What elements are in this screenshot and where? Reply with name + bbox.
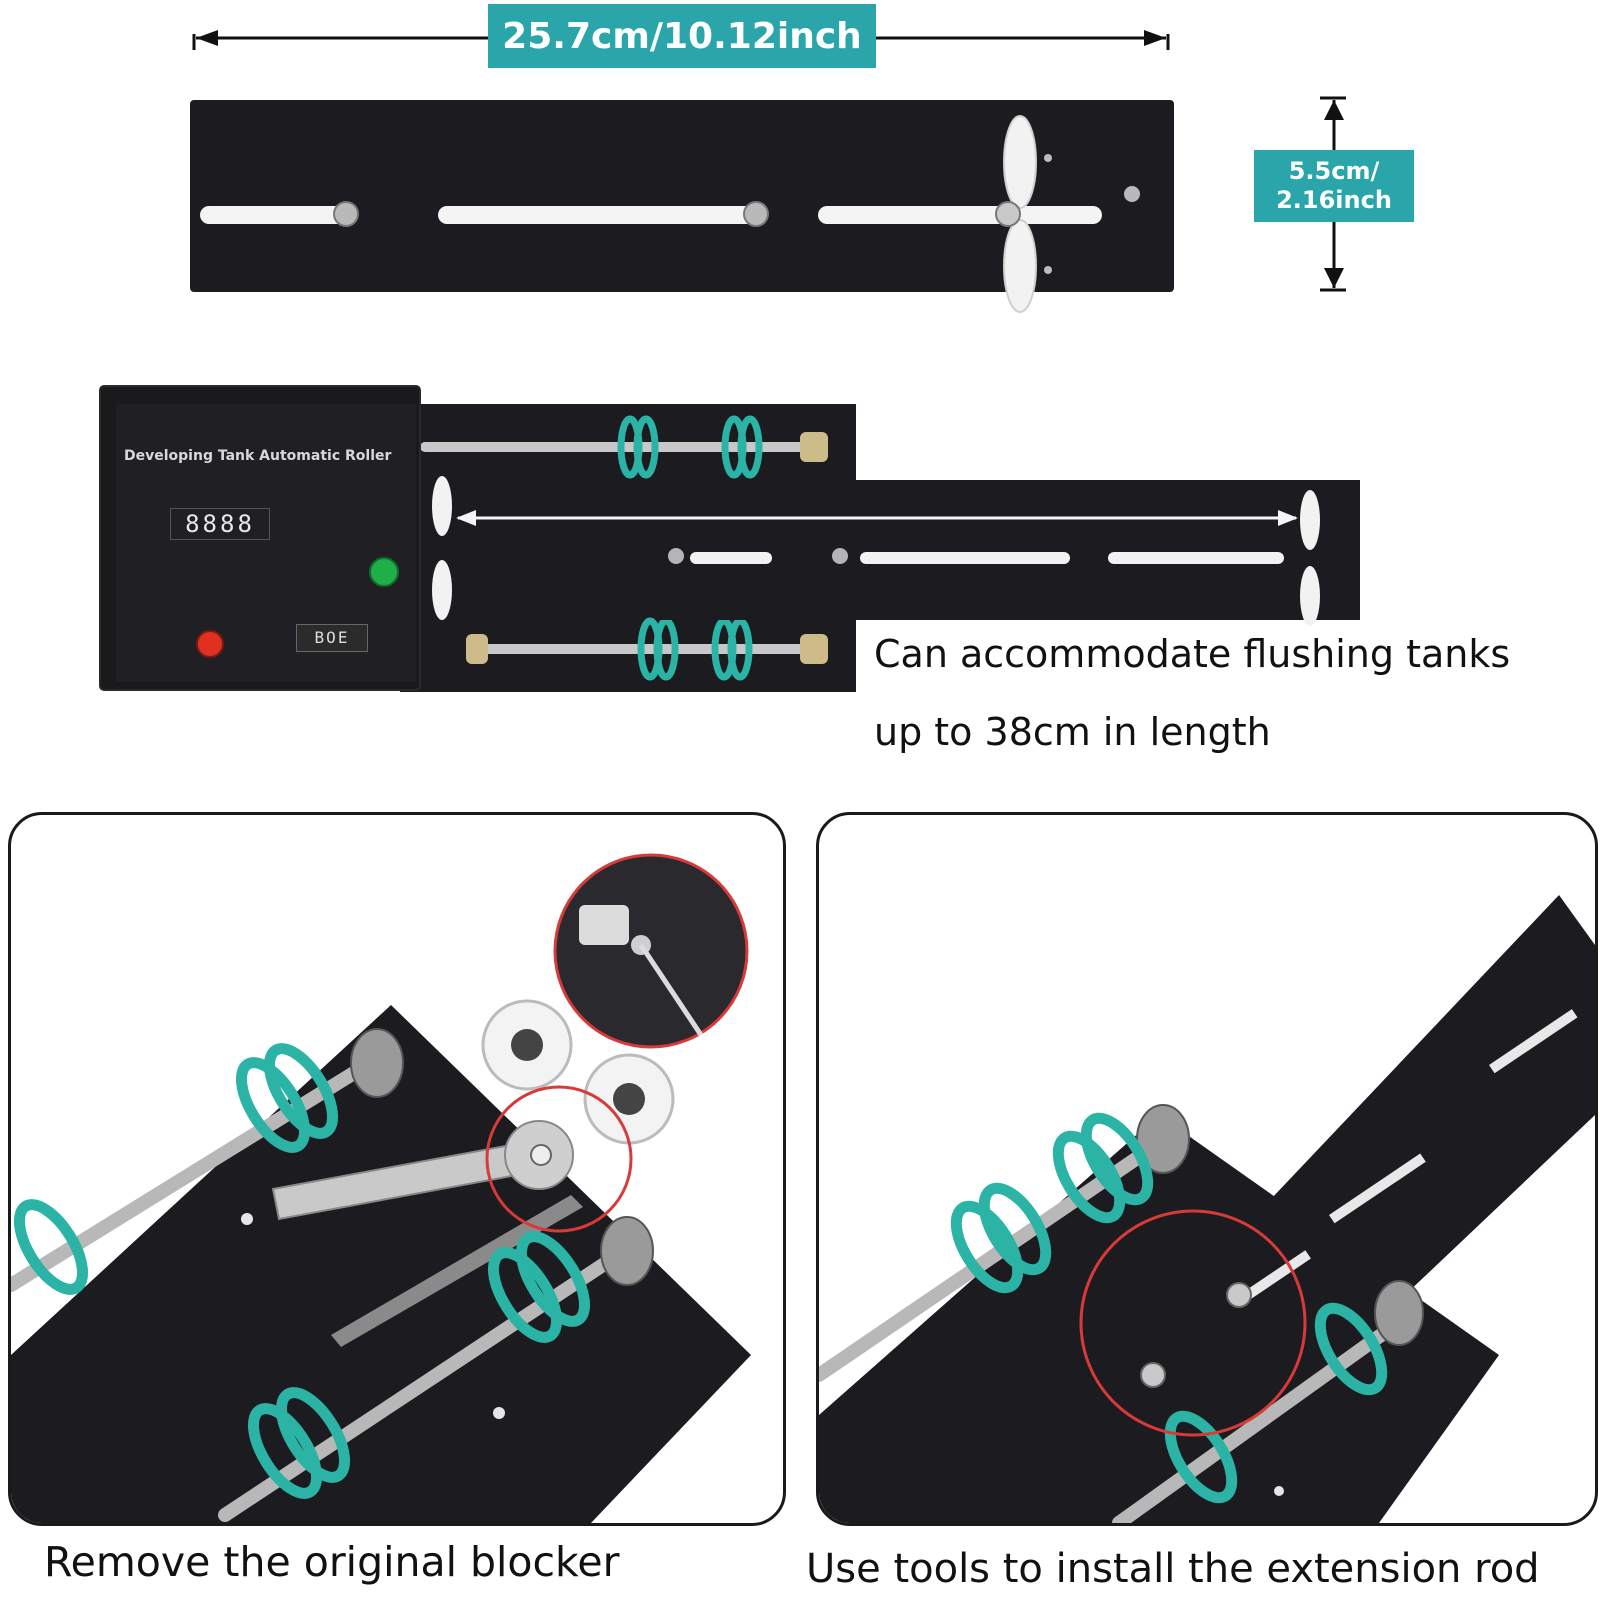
control-box-face [116,404,416,682]
caption-accommodate-line2: up to 38cm in length [874,710,1271,754]
guide-wheel [1300,490,1320,550]
install-extension-scene [819,895,1595,1523]
guide-wheel [1003,115,1037,209]
wheel-axle [995,201,1021,227]
roller-base-plate [11,1005,751,1523]
plate-hole [1274,1486,1284,1496]
rod-end-cap [350,1028,404,1098]
roller-rod [420,442,810,452]
rod-end-cap [800,432,828,462]
guide-wheel [1003,219,1037,313]
highlight-circle [485,1085,633,1233]
screw [1140,1362,1166,1388]
highlight-circle [1079,1209,1307,1437]
screw [1044,154,1052,162]
control-box-title: Developing Tank Automatic Roller [124,448,392,464]
rod-end-cap [800,634,828,664]
length-badge: 25.7cm/10.12inch [488,4,876,68]
plate-slot [200,206,348,224]
plate-slot [818,206,1102,224]
rod-end-cap [600,1216,654,1286]
teal-ring [1314,1302,1388,1396]
rod-end-cap [1374,1280,1424,1346]
detail-inset [553,853,749,1049]
teal-ring [1080,1112,1154,1206]
width-dimension-arrow [1320,96,1346,292]
roller-base-plate [819,1115,1499,1523]
teal-ring [487,1247,563,1343]
remove-blocker-scene [11,853,751,1523]
teal-ring [727,617,753,681]
teal-ring [737,415,763,479]
roller-rod [218,1238,640,1522]
teal-ring [13,1199,89,1295]
length-dimension-arrow [192,30,1170,50]
length-label: 25.7cm/10.12inch [502,15,862,57]
extension-plate-mounted [660,480,1360,620]
width-label-line1: 5.5cm/ [1288,157,1380,185]
plate-hole [241,1213,253,1225]
power-button[interactable] [196,630,224,658]
photo-remove-blocker [8,812,786,1526]
screw [333,201,359,227]
screw [832,548,848,564]
guide-wheel [432,560,452,620]
plate-slot [860,552,1070,564]
rod-end-cap [1136,1104,1190,1174]
caption-remove-blocker: Remove the original blocker [44,1538,620,1586]
screw [1044,266,1052,274]
teal-ring [1052,1130,1126,1224]
teal-ring [978,1182,1052,1276]
screw [530,1144,552,1166]
guide-wheel-hub [613,1083,645,1115]
tank-length-arrow [456,510,1298,526]
extension-plate [190,100,1174,292]
roller-rod [1112,1308,1416,1523]
plate-slot [1329,1153,1426,1224]
plate-slot [438,206,756,224]
width-badge: 5.5cm/ 2.16inch [1254,150,1414,222]
teal-ring [247,1403,323,1499]
screw [1226,1282,1252,1308]
guide-wheel-hub [511,1029,543,1061]
teal-ring [275,1387,351,1483]
screw [1124,186,1140,202]
photo-install-extension [816,812,1598,1526]
setting-switch[interactable]: BOE [296,624,368,652]
width-label-line2: 2.16inch [1276,186,1392,214]
detail-inset-tool [638,943,704,1037]
screw [743,201,769,227]
teal-ring [515,1231,591,1327]
start-button[interactable] [369,557,399,587]
plate-hole [493,1407,505,1419]
screw [668,548,684,564]
teal-ring [653,617,679,681]
rod-end-cap [466,634,488,664]
plate-slot [690,552,772,564]
extension-plate-illustration [190,30,1346,313]
teal-ring [950,1200,1024,1294]
detail-inset-part [579,905,629,945]
plate-slot [1239,1250,1311,1304]
guide-wheel [432,476,452,536]
teal-ring [1164,1410,1238,1504]
timer-display: 8888 [170,508,270,540]
guide-wheel [1300,566,1320,626]
plate-slot [1489,1009,1578,1074]
plate-slot [331,1195,583,1347]
caption-install-rod: Use tools to install the extension rod [806,1546,1540,1592]
plate-slot [1108,552,1284,564]
caption-accommodate-line1: Can accommodate flushing tanks [874,632,1511,676]
teal-ring [235,1057,311,1153]
teal-ring [633,415,659,479]
teal-ring [263,1043,339,1139]
